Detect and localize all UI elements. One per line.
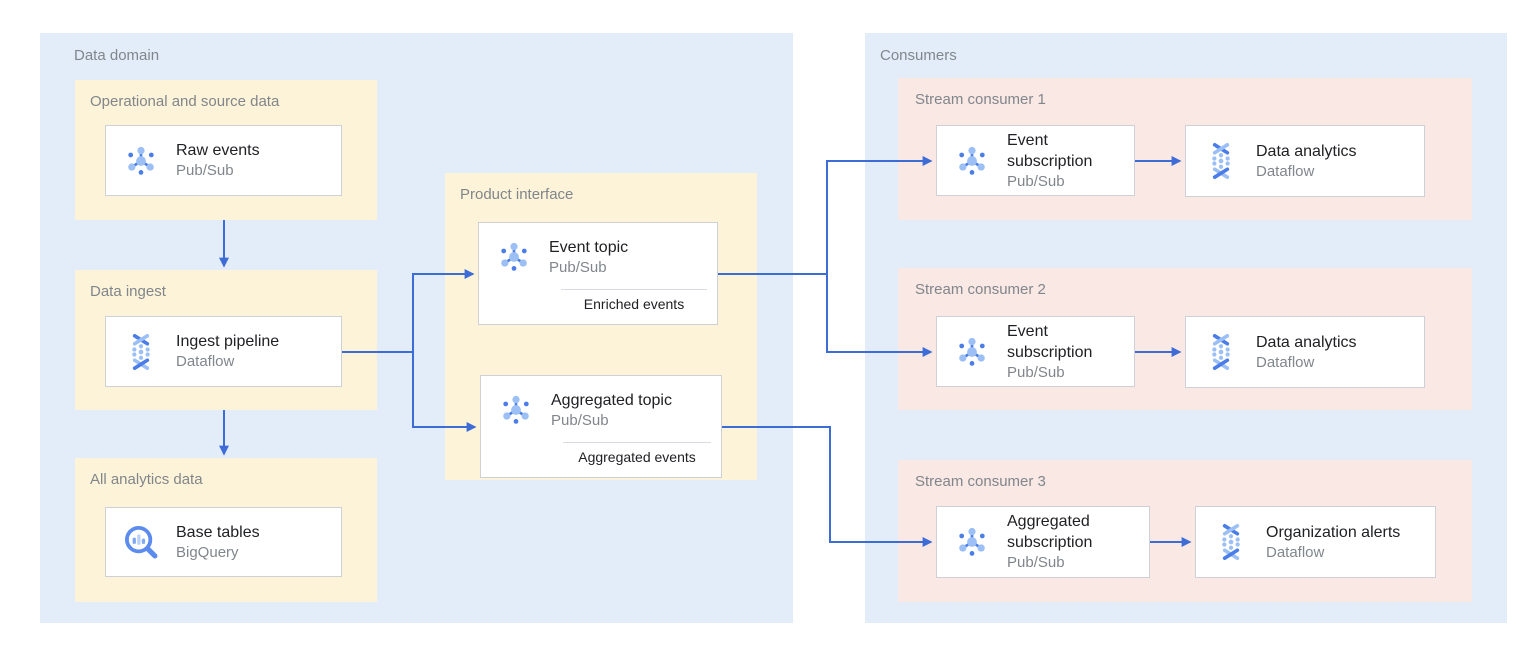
- card-product: Dataflow: [1256, 162, 1315, 180]
- pubsub-icon: [953, 142, 991, 180]
- consumers-label: Consumers: [880, 47, 957, 64]
- card-title: Event subscription: [1007, 322, 1093, 361]
- aggregated-subscription-card: Aggregated subscription Pub/Sub: [936, 506, 1150, 578]
- card-product: Dataflow: [1256, 353, 1315, 371]
- card-product: Pub/Sub: [176, 162, 234, 179]
- group-label: Operational and source data: [90, 93, 280, 110]
- pubsub-icon: [497, 391, 535, 429]
- topic-note: Aggregated events: [578, 449, 696, 465]
- raw-events-card: Raw events Pub/Sub: [105, 125, 342, 196]
- card-title: Data analytics: [1256, 142, 1357, 160]
- card-title: Ingest pipeline: [176, 333, 280, 350]
- dataflow-icon: [1202, 333, 1240, 371]
- card-product: BigQuery: [176, 543, 239, 561]
- event-subscription-card: Event subscription Pub/Sub: [936, 316, 1135, 387]
- group-label: All analytics data: [90, 471, 203, 488]
- event-subscription-card: Event subscription Pub/Sub: [936, 125, 1135, 196]
- card-product: Pub/Sub: [549, 258, 607, 276]
- event-topic-card: Event topic Pub/Sub Enriched events: [478, 222, 718, 325]
- data-analytics-card: Data analytics Dataflow: [1185, 316, 1425, 388]
- dataflow-icon: [1212, 523, 1250, 561]
- pubsub-icon: [122, 142, 160, 180]
- base-tables-card: Base tables BigQuery: [105, 507, 342, 577]
- card-title: Aggregated topic: [551, 391, 672, 409]
- card-product: Pub/Sub: [1007, 554, 1065, 571]
- dataflow-icon: [122, 333, 160, 371]
- dataflow-icon: [1202, 142, 1240, 180]
- data-analytics-card: Data analytics Dataflow: [1185, 125, 1425, 197]
- card-title: Event topic: [549, 238, 629, 256]
- card-product: Pub/Sub: [1007, 172, 1065, 190]
- topic-note: Enriched events: [583, 296, 685, 312]
- group-label: Stream consumer 1: [915, 91, 1046, 108]
- bigquery-icon: [122, 523, 160, 561]
- card-title: Aggregated subscription: [1007, 513, 1093, 551]
- pubsub-icon: [953, 523, 991, 561]
- data-domain-label: Data domain: [74, 47, 160, 64]
- card-product: Dataflow: [176, 353, 235, 370]
- ingest-pipeline-card: Ingest pipeline Dataflow: [105, 316, 342, 387]
- card-product: Pub/Sub: [1007, 363, 1065, 381]
- pubsub-icon: [495, 238, 533, 276]
- card-title: Raw events: [176, 142, 260, 159]
- card-product: Pub/Sub: [551, 411, 609, 429]
- group-label: Stream consumer 2: [915, 281, 1046, 298]
- group-label: Data ingest: [90, 283, 166, 300]
- card-title: Base tables: [176, 523, 260, 541]
- divider: [563, 442, 711, 443]
- divider: [561, 289, 707, 290]
- card-product: Dataflow: [1266, 543, 1325, 561]
- group-label: Product interface: [460, 186, 574, 203]
- card-title: Organization alerts: [1266, 523, 1401, 541]
- group-label: Stream consumer 3: [915, 473, 1046, 490]
- pubsub-icon: [953, 333, 991, 371]
- organization-alerts-card: Organization alerts Dataflow: [1195, 506, 1436, 578]
- card-title: Data analytics: [1256, 333, 1357, 351]
- card-title: Event subscription: [1007, 131, 1093, 170]
- aggregated-topic-card: Aggregated topic Pub/Sub Aggregated even…: [480, 375, 722, 478]
